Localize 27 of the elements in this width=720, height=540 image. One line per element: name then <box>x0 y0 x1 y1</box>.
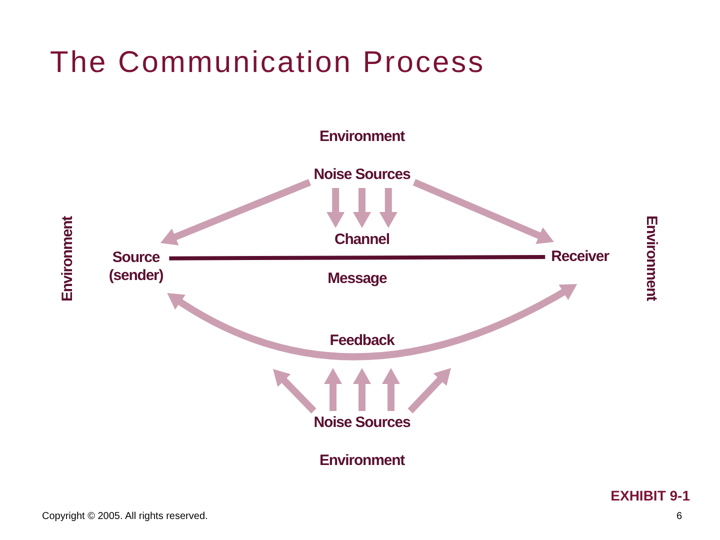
arrow <box>408 368 451 414</box>
vertical-label: Environment <box>642 215 660 301</box>
arrow <box>273 369 316 414</box>
node-label: Feedback <box>330 332 394 350</box>
copyright-notice: Copyright © 2005. All rights reserved. <box>42 511 208 523</box>
arrow <box>324 368 342 411</box>
page-number: 6 <box>676 511 682 523</box>
node-label: Receiver <box>551 248 609 266</box>
arrow <box>352 368 372 411</box>
vertical-label: Environment <box>59 216 77 302</box>
arrow <box>352 188 372 228</box>
arrow <box>379 188 398 228</box>
edge-label: Message <box>326 270 389 288</box>
slide-title: The Communication Process <box>50 46 486 80</box>
text-label: Environment <box>319 452 405 470</box>
double-arrow <box>166 284 578 360</box>
arrow <box>326 188 345 228</box>
arrow <box>382 368 400 411</box>
node-label: Source (sender) <box>108 249 164 285</box>
node-label: Noise Sources <box>314 414 410 432</box>
exhibit-label: EXHIBIT 9-1 <box>610 488 690 504</box>
text-label: Environment <box>319 128 405 146</box>
node-label: Channel <box>334 231 390 249</box>
connector-line <box>169 255 546 260</box>
arrow <box>160 178 312 246</box>
node-label: Noise Sources <box>314 166 410 184</box>
arrow <box>412 178 554 244</box>
